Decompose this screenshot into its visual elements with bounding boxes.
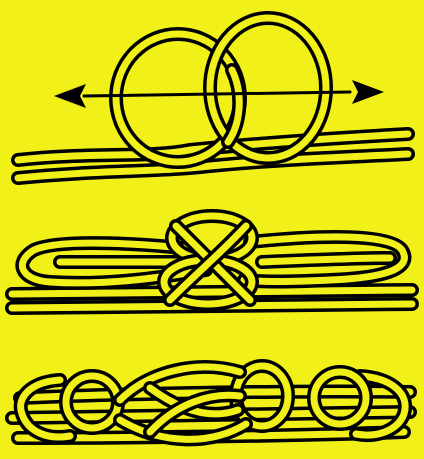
stage-3-dressed-knot xyxy=(12,366,410,439)
stage-1-pull-arrows xyxy=(54,80,384,108)
stage-3-knot-core xyxy=(120,367,246,439)
arrow-right-icon xyxy=(352,80,384,104)
stage-2-tied-knot xyxy=(12,216,412,308)
arrow-left-icon xyxy=(54,84,86,108)
pull-line xyxy=(84,92,350,96)
stage-1-two-loops xyxy=(18,18,408,178)
stage-2-right-loop xyxy=(244,237,404,282)
